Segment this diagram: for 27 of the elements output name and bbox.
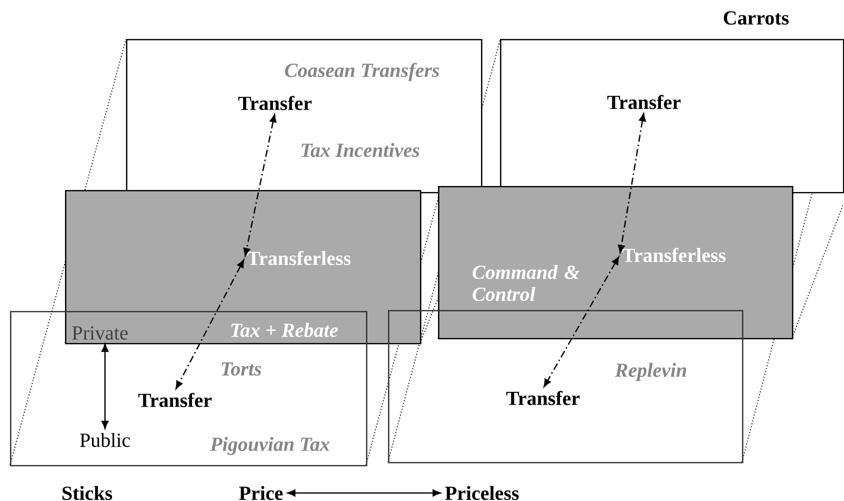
label: Carrots	[724, 11, 789, 25]
node-label: Transfer	[238, 96, 312, 110]
node-label: Transferless	[247, 250, 351, 266]
label: Tax + Rebate	[231, 322, 338, 338]
node-label: Transfer	[506, 390, 580, 406]
node-label: Transfer	[138, 392, 212, 408]
arrow	[176, 260, 244, 390]
node-label: Transferless	[622, 248, 726, 262]
category-label: Replevin	[614, 362, 686, 382]
node-label: Priceless	[445, 486, 519, 500]
node-label: Price	[239, 486, 283, 500]
arrow	[618, 113, 646, 254]
panel-box	[65, 190, 422, 344]
category-label: Pigouvian Tax	[210, 436, 330, 456]
label: Sticks	[62, 486, 112, 500]
arrow	[544, 256, 620, 388]
node-label: Public	[80, 432, 130, 448]
category-label: Torts	[222, 362, 262, 376]
node-label: Private	[72, 326, 128, 340]
category-label: Command & Control	[472, 264, 580, 302]
arrow	[287, 490, 441, 496]
category-label: Coasean Transfers	[285, 62, 440, 82]
arrow	[243, 114, 277, 256]
panel-box	[500, 39, 844, 194]
node-label: Transfer	[607, 94, 681, 110]
arrow	[102, 344, 108, 429]
category-label: Tax Incentives	[302, 142, 420, 158]
